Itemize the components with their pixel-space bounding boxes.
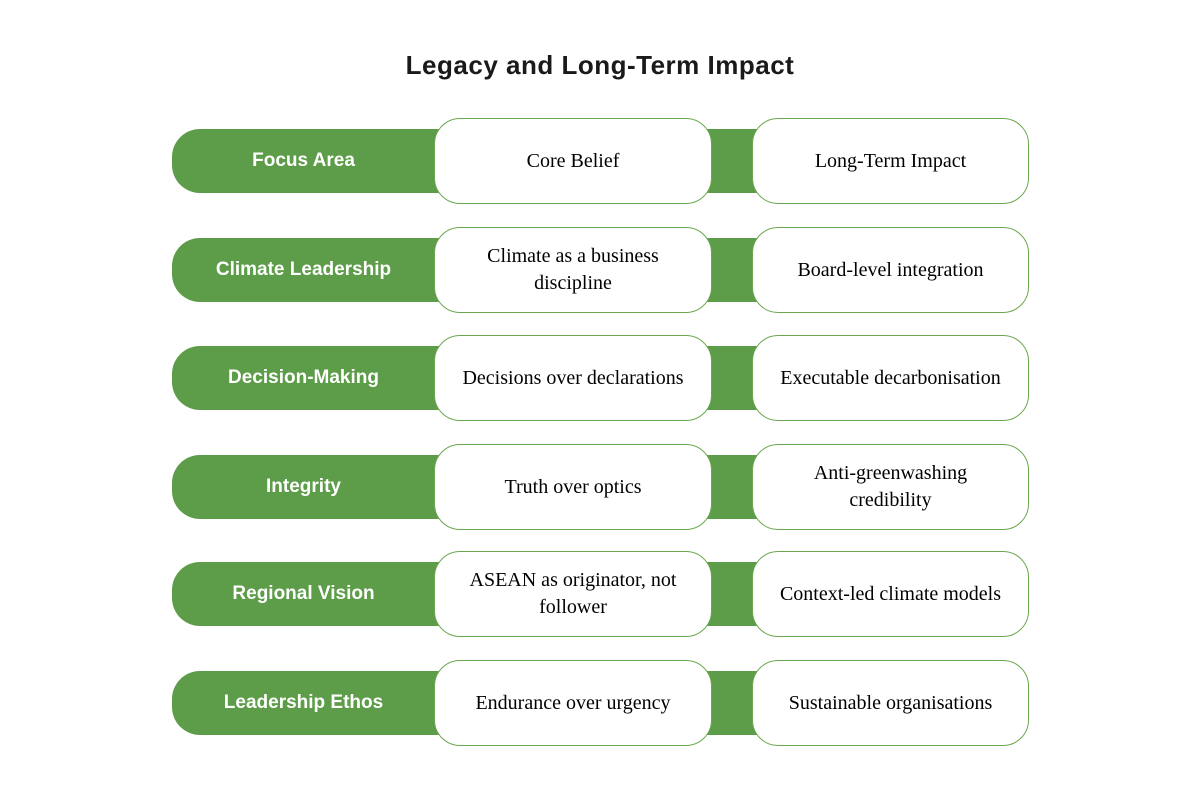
long-term-impact-box: Long-Term Impact (752, 118, 1029, 204)
focus-area-label: Climate Leadership (215, 259, 392, 280)
long-term-impact-box: Context-led climate models (752, 551, 1029, 637)
core-belief-box: ASEAN as originator, not follower (434, 551, 712, 637)
core-belief-box: Decisions over declarations (434, 335, 712, 421)
focus-area-label: Leadership Ethos (223, 692, 384, 713)
core-belief-box: Endurance over urgency (434, 660, 712, 746)
table-row: Focus Area Core Belief Long-Term Impact (0, 118, 1200, 204)
focus-area-label: Focus Area (252, 150, 355, 171)
table-row: Climate Leadership Climate as a business… (0, 227, 1200, 313)
page-title: Legacy and Long-Term Impact (405, 50, 795, 80)
focus-area-label: Regional Vision (232, 583, 375, 604)
table-row: Leadership Ethos Endurance over urgency … (0, 660, 1200, 746)
long-term-impact-box: Sustainable organisations (752, 660, 1029, 746)
table-row: Decision-Making Decisions over declarati… (0, 335, 1200, 421)
long-term-impact-box: Executable decarbonisation (752, 335, 1029, 421)
table-row: Integrity Truth over optics Anti-greenwa… (0, 444, 1200, 530)
core-belief-box: Core Belief (434, 118, 712, 204)
core-belief-box: Climate as a business discipline (434, 227, 712, 313)
long-term-impact-box: Anti-greenwashing credibility (752, 444, 1029, 530)
long-term-impact-box: Board-level integration (752, 227, 1029, 313)
focus-area-label: Decision-Making (228, 367, 379, 388)
focus-area-label: Integrity (266, 476, 341, 497)
table-row: Regional Vision ASEAN as originator, not… (0, 551, 1200, 637)
core-belief-box: Truth over optics (434, 444, 712, 530)
